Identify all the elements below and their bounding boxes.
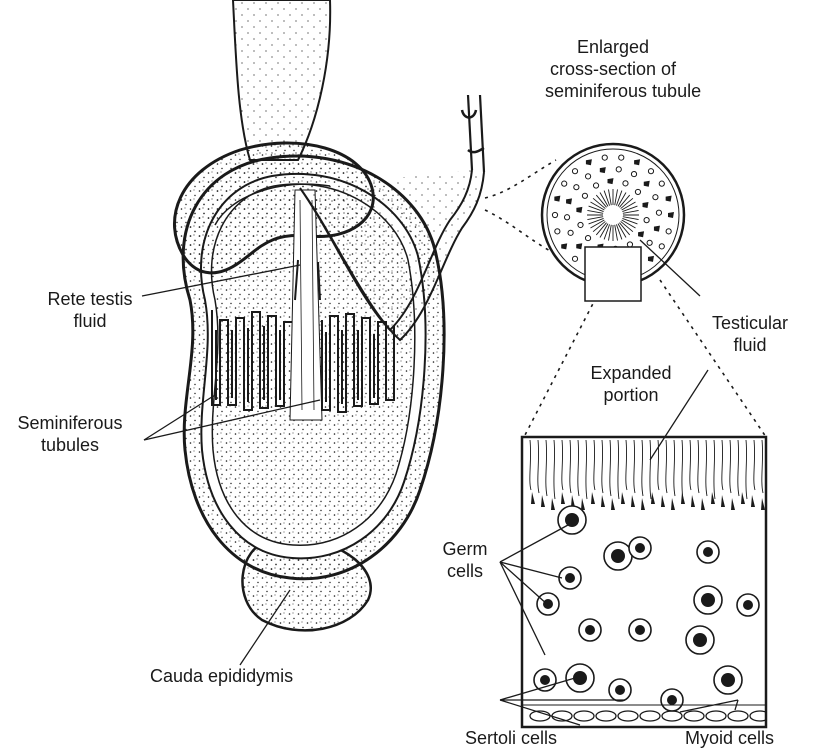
testicular-fluid-label: Testicular fluid — [700, 312, 800, 356]
germ-cells-label-line-1: Germ — [432, 538, 498, 560]
sertoli-cells-label: Sertoli cells — [465, 727, 557, 749]
seminiferous-tubules-label: Seminiferous tubules — [10, 412, 130, 456]
expanded-portion-label: Expanded portion — [576, 362, 686, 406]
expanded-portion-label-line-1: Expanded — [576, 362, 686, 384]
testicular-fluid-label-line-2: fluid — [700, 334, 800, 356]
cross-section-title-line-2: cross-section of — [545, 58, 681, 80]
cross-section-circle — [542, 144, 684, 301]
myoid-cells-label: Myoid cells — [685, 727, 774, 749]
rete-testis-label-line-1: Rete testis — [30, 288, 150, 310]
expanded-portion-box — [522, 437, 770, 727]
cross-section-title: Enlarged cross-section of seminiferous t… — [545, 36, 681, 102]
seminiferous-tubules-label-line-1: Seminiferous — [10, 412, 130, 434]
rete-testis-label-line-2: fluid — [30, 310, 150, 332]
cross-section-title-line-3: seminiferous tubule — [545, 80, 681, 102]
testicular-fluid-label-line-1: Testicular — [700, 312, 800, 334]
cauda-epididymis-label: Cauda epididymis — [150, 665, 293, 687]
rete-testis-label: Rete testis fluid — [30, 288, 150, 332]
germ-cells-label: Germ cells — [432, 538, 498, 582]
spermatic-cord — [233, 0, 330, 160]
germ-cells-label-line-2: cells — [432, 560, 498, 582]
expanded-portion-label-line-2: portion — [576, 384, 686, 406]
cross-section-title-line-1: Enlarged — [545, 36, 681, 58]
seminiferous-tubules-label-line-2: tubules — [10, 434, 130, 456]
